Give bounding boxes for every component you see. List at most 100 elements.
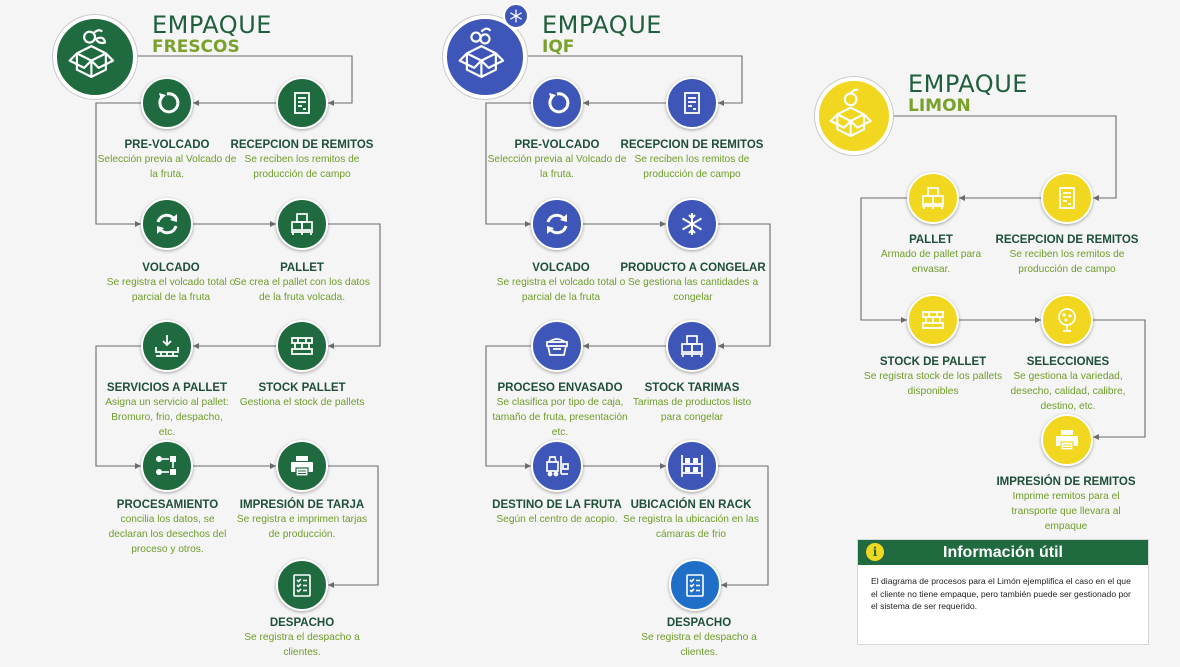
fruit-box-icon <box>829 88 872 138</box>
limon-pallet-node[interactable] <box>907 172 959 224</box>
snowflake-icon <box>510 9 522 23</box>
step-title: DESTINO DE LA FRUTA <box>492 499 622 511</box>
boxes-icon <box>681 335 703 357</box>
iqf-envasado-label: PROCESO ENVASADO Se clasifica por tipo d… <box>490 381 630 440</box>
frescos-despacho-node[interactable] <box>276 559 328 611</box>
iqf-despacho-label: DESPACHO Se registra el despacho a clien… <box>634 616 764 660</box>
iqf-congelar-node[interactable] <box>666 198 718 250</box>
step-title: RECEPCION DE REMITOS <box>230 139 374 151</box>
info-panel-title: Información útil <box>943 543 1063 561</box>
iqf-title-main: EMPAQUE <box>542 11 662 39</box>
step-title: IMPRESIÓN DE REMITOS <box>996 476 1136 488</box>
limon-stock-node[interactable] <box>907 294 959 346</box>
tree-icon <box>1058 308 1076 332</box>
checklist-icon <box>686 574 704 597</box>
iqf-volcado-label: VOLCADO Se registra el volcado total o p… <box>496 261 626 305</box>
container-icon <box>546 338 568 356</box>
iqf-recepcion-node[interactable] <box>666 77 718 129</box>
step-description: Se reciben los remitos de producción de … <box>1009 249 1125 275</box>
fruit-box-icon <box>458 27 505 78</box>
limon-selecciones-node[interactable] <box>1041 294 1093 346</box>
frescos-servicios-node[interactable] <box>141 320 193 372</box>
step-description: Se gestiona la variedad, desecho, calida… <box>1010 371 1126 412</box>
iqf-prevolcado-node[interactable] <box>531 77 583 129</box>
info-panel-header: i Información útil <box>858 540 1148 565</box>
step-description: Se registra el despacho a clientes. <box>641 632 757 658</box>
step-description: Según el centro de acopio. <box>496 514 618 525</box>
iqf-despacho-node[interactable] <box>669 559 721 611</box>
frescos-prevolcado-node[interactable] <box>141 77 193 129</box>
step-title: SELECCIONES <box>1026 356 1110 368</box>
step-description: Selección previa al Volcado de la fruta. <box>487 154 627 180</box>
iqf-title: EMPAQUE IQF <box>542 13 662 56</box>
step-description: Se clasifica por tipo de caja, tamaño de… <box>492 397 628 438</box>
step-title: PALLET <box>280 262 324 274</box>
iqf-header-badge <box>443 15 527 99</box>
step-title: PRE-VOLCADO <box>514 139 600 151</box>
step-description: Se gestiona las cantidades a congelar <box>627 277 759 303</box>
boxes-icon <box>922 187 944 209</box>
document-icon <box>684 92 700 114</box>
frescos-title-main: EMPAQUE <box>152 11 272 39</box>
pallet-download-icon <box>155 335 179 357</box>
document-icon <box>294 92 310 114</box>
step-description: Se reciben los remitos de producción de … <box>244 154 360 180</box>
printer-icon <box>1056 430 1078 451</box>
snowflake-badge <box>503 3 529 29</box>
step-title: PALLET <box>909 234 953 246</box>
limon-pallet-label: PALLET Armado de pallet para envasar. <box>866 233 996 277</box>
iqf-volcado-node[interactable] <box>531 198 583 250</box>
iqf-congelar-label: PRODUCTO A CONGELAR Se gestiona las cant… <box>618 261 768 305</box>
frescos-stock-node[interactable] <box>276 320 328 372</box>
snowflake-icon <box>681 213 703 235</box>
step-description: Se reciben los remitos de producción de … <box>634 154 750 180</box>
step-description: Se registra stock de los pallets disponi… <box>863 371 1003 397</box>
iqf-rack-label: UBICACIÓN EN RACK Se registra la ubicaci… <box>621 498 761 542</box>
fruit-box-icon <box>68 29 115 78</box>
frescos-procesamiento-label: PROCESAMIENTO concilia los datos, se dec… <box>100 498 235 557</box>
step-description: Armado de pallet para envasar. <box>880 249 982 275</box>
frescos-impresion-label: IMPRESIÓN DE TARJA Se registra e imprime… <box>232 498 372 542</box>
rack-icon <box>681 455 703 477</box>
step-description: Selección previa al Volcado de la fruta. <box>97 154 237 180</box>
step-title: RECEPCION DE REMITOS <box>620 139 764 151</box>
step-description: Se crea el pallet con los datos de la fr… <box>234 277 370 303</box>
info-icon: i <box>866 543 884 561</box>
frescos-procesamiento-node[interactable] <box>141 440 193 492</box>
iqf-destino-node[interactable] <box>531 440 583 492</box>
pallet-icon <box>291 337 313 355</box>
frescos-volcado-node[interactable] <box>141 198 193 250</box>
step-title: PRE-VOLCADO <box>124 139 210 151</box>
frescos-prevolcado-label: PRE-VOLCADO Selección previa al Volcado … <box>97 138 237 182</box>
frescos-impresion-node[interactable] <box>276 440 328 492</box>
document-icon <box>1059 187 1075 209</box>
iqf-rack-node[interactable] <box>666 440 718 492</box>
limon-impresion-label: IMPRESIÓN DE REMITOS Imprime remitos par… <box>991 475 1141 534</box>
frescos-header-badge <box>53 15 137 99</box>
sync-icon <box>546 213 568 235</box>
limon-impresion-node[interactable] <box>1041 414 1093 466</box>
iqf-tarimas-node[interactable] <box>666 320 718 372</box>
step-title: SERVICIOS A PALLET <box>106 382 228 394</box>
frescos-recepcion-node[interactable] <box>276 77 328 129</box>
pallet-icon <box>922 311 944 329</box>
sync-icon <box>156 213 178 235</box>
step-title: STOCK PALLET <box>258 382 346 394</box>
frescos-title: EMPAQUE FRESCOS <box>152 13 272 56</box>
refresh-icon <box>158 92 180 114</box>
limon-selecciones-label: SELECCIONES Se gestiona la variedad, des… <box>998 355 1138 414</box>
frescos-pallet-node[interactable] <box>276 198 328 250</box>
limon-title-sub: LIMON <box>908 96 971 116</box>
frescos-servicios-label: SERVICIOS A PALLET Asigna un servicio al… <box>102 381 232 440</box>
limon-recepcion-node[interactable] <box>1041 172 1093 224</box>
iqf-destino-label: DESTINO DE LA FRUTA Según el centro de a… <box>487 498 627 527</box>
step-title: IMPRESIÓN DE TARJA <box>239 499 365 511</box>
printer-icon <box>291 456 313 477</box>
step-title: STOCK TARIMAS <box>644 382 740 394</box>
limon-recepcion-label: RECEPCION DE REMITOS Se reciben los remi… <box>987 233 1147 277</box>
frescos-pallet-label: PALLET Se crea el pallet con los datos d… <box>232 261 372 305</box>
step-title: UBICACIÓN EN RACK <box>630 499 752 511</box>
step-title: VOLCADO <box>142 262 200 274</box>
iqf-envasado-node[interactable] <box>531 320 583 372</box>
iqf-tarimas-label: STOCK TARIMAS Tarimas de productos listo… <box>627 381 757 425</box>
